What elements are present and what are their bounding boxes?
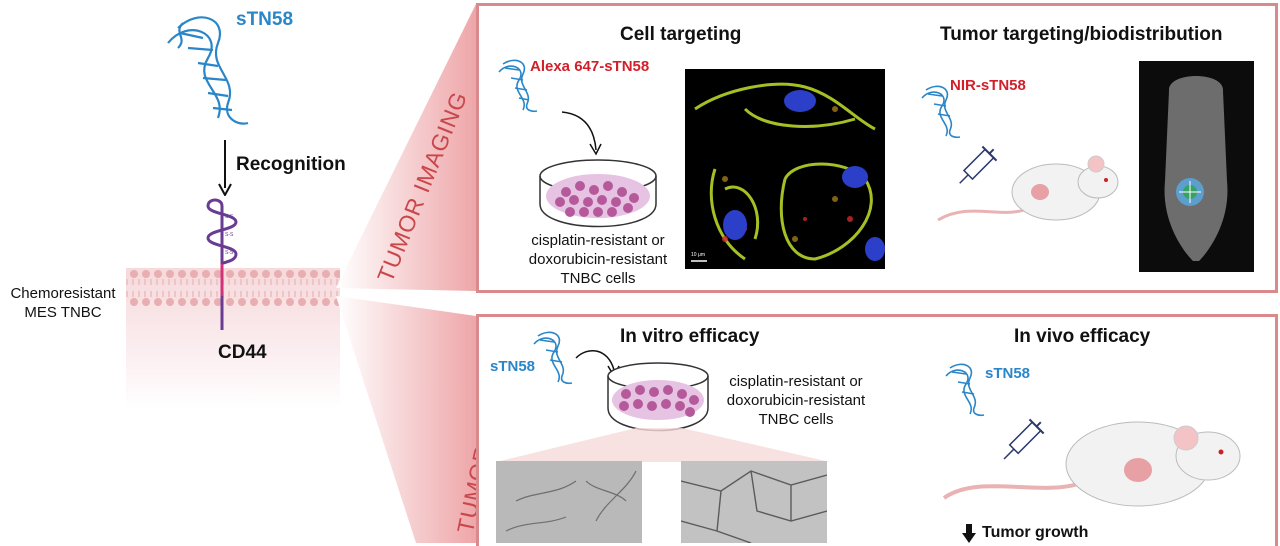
in-vivo-probe-label: sTN58 <box>985 365 1031 382</box>
confocal-microscopy-image <box>685 69 885 269</box>
cell-line-label: cisplatin-resistant or doxorubicin-resis… <box>528 232 668 287</box>
aptamer-icon <box>533 331 573 385</box>
lipid-bilayer <box>126 270 340 306</box>
svg-text:S-S: S-S <box>225 232 234 238</box>
section-funnels <box>336 4 476 543</box>
mouse-icon <box>942 421 1241 507</box>
curved-arrow-icon <box>561 111 602 156</box>
tumor-growth-label: Tumor growth <box>982 524 1089 541</box>
cell-targeting-title: Cell targeting <box>620 24 742 45</box>
aptamer-label: sTN58 <box>236 9 294 30</box>
petri-dish-icon <box>607 362 709 432</box>
down-arrow-icon <box>962 524 976 543</box>
recognition-arrow-icon <box>218 140 232 196</box>
projection-beam <box>496 428 830 462</box>
mouse-icon <box>937 155 1119 222</box>
biodistribution-image <box>1139 61 1254 272</box>
aptamer-icon <box>167 16 249 125</box>
syringe-icon <box>1003 418 1045 460</box>
in-vitro-title: In vitro efficacy <box>620 326 760 347</box>
therapy-cell-line-label: cisplatin-resistant or doxorubicin-resis… <box>726 373 866 428</box>
cd44-label: CD44 <box>218 342 267 363</box>
svg-text:S-S: S-S <box>225 214 234 220</box>
aptamer-icon <box>921 85 961 139</box>
cd44-receptor-icon: S-S S-S S-S <box>206 198 238 330</box>
recognition-label: Recognition <box>236 154 346 175</box>
cell-membrane <box>126 268 340 408</box>
cell-type-label: Chemoresistant MES TNBC <box>10 285 116 321</box>
in-vitro-probe-label: sTN58 <box>490 358 536 375</box>
svg-text:S-S: S-S <box>225 250 234 256</box>
scale-bar-label: 10 μm <box>691 252 705 258</box>
tumor-targeting-title: Tumor targeting/biodistribution <box>940 24 1223 45</box>
alexa-probe-label: Alexa 647-sTN58 <box>530 58 650 75</box>
petri-dish-icon <box>539 159 657 228</box>
nir-probe-label: NIR-sTN58 <box>950 77 1026 94</box>
aptamer-icon <box>498 59 538 113</box>
microscopy-image-treated <box>681 461 827 543</box>
syringe-icon <box>959 145 998 184</box>
in-vivo-title: In vivo efficacy <box>1014 326 1151 347</box>
aptamer-icon <box>945 363 985 417</box>
microscopy-image-control <box>496 461 642 543</box>
